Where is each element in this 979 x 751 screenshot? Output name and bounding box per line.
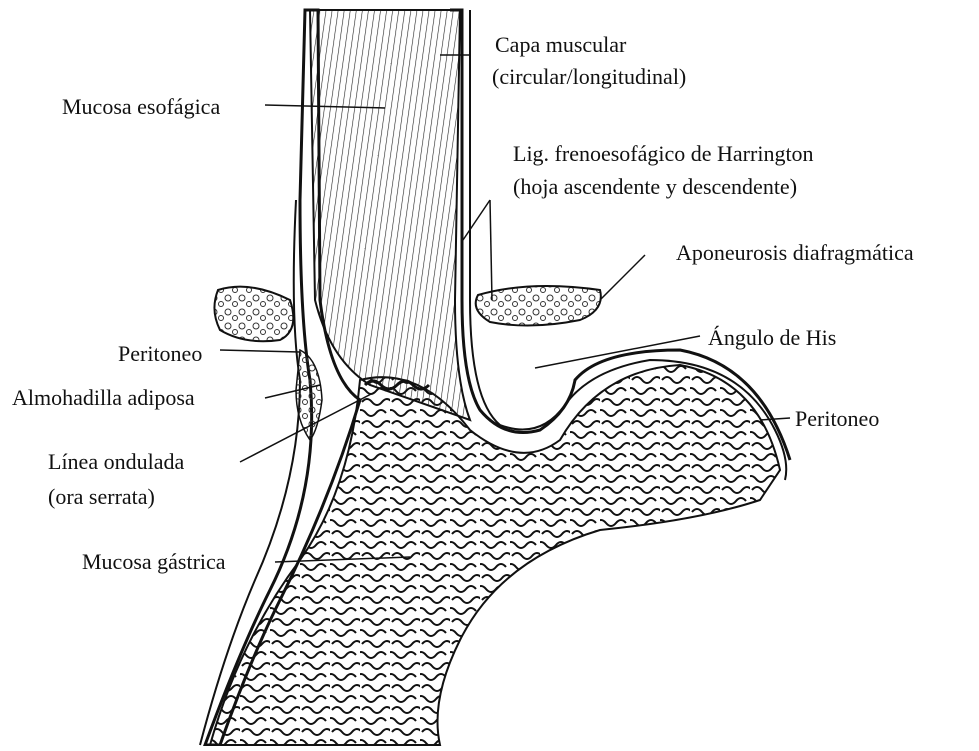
label-peritoneo-left: Peritoneo bbox=[118, 343, 202, 365]
label-almohadilla: Almohadilla adiposa bbox=[12, 387, 195, 409]
label-linea-ondulada: Línea ondulada bbox=[48, 451, 184, 473]
label-linea-ondulada-sub: (ora serrata) bbox=[48, 486, 155, 508]
diaphragm-left bbox=[214, 287, 293, 342]
label-capa-muscular-sub: (circular/longitudinal) bbox=[492, 66, 686, 88]
label-mucosa-gastrica: Mucosa gástrica bbox=[82, 551, 226, 573]
label-angulo-his: Ángulo de His bbox=[708, 327, 836, 349]
label-peritoneo-right: Peritoneo bbox=[795, 408, 879, 430]
label-lig-harrington: Lig. frenoesofágico de Harrington bbox=[513, 143, 814, 165]
label-capa-muscular: Capa muscular bbox=[495, 34, 626, 56]
diaphragm-right bbox=[476, 286, 601, 326]
label-aponeurosis: Aponeurosis diafragmática bbox=[676, 242, 914, 264]
label-lig-harrington-sub: (hoja ascendente y descendente) bbox=[513, 176, 797, 198]
label-mucosa-esofagica: Mucosa esofágica bbox=[62, 96, 220, 118]
